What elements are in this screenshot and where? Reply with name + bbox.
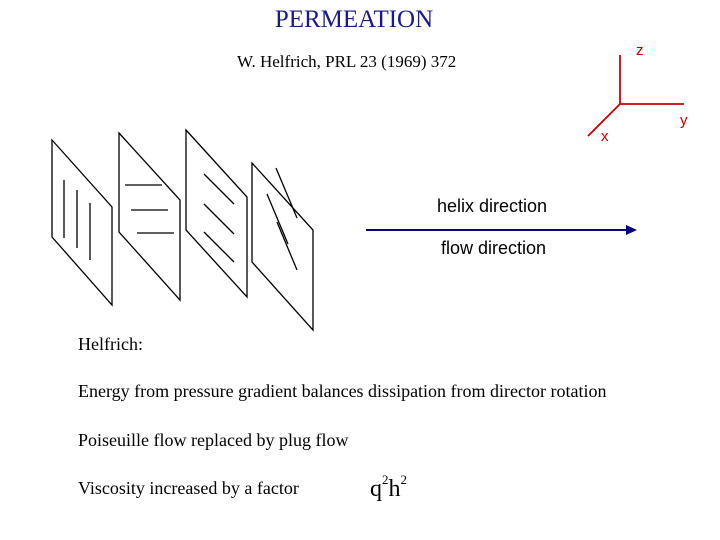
formula-q: q [370, 476, 382, 502]
director-4b [266, 193, 289, 245]
formula-q-exponent: 2 [382, 472, 389, 487]
body-heading: Helfrich: [78, 334, 143, 354]
flow-direction-label: flow direction [441, 238, 547, 258]
viscosity-factor-formula: q2h2 [370, 472, 407, 503]
layer-plane-4 [251, 161, 314, 332]
director-3a [203, 173, 235, 205]
layer-plane-3 [185, 128, 248, 299]
helix-direction-label: helix direction [437, 196, 548, 216]
director-3c [203, 231, 235, 263]
page-title: PERMEATION [274, 6, 434, 33]
direction-arrow-head [626, 225, 637, 235]
layer-plane-2 [118, 131, 181, 302]
x-axis-label: x [601, 128, 609, 145]
x-axis [587, 103, 621, 137]
body-line-energy: Energy from pressure gradient balances d… [78, 381, 607, 401]
formula-h: h [388, 476, 401, 502]
layer-plane-1 [51, 138, 113, 307]
z-axis-label: z [636, 42, 644, 59]
director-4a [275, 167, 298, 219]
director-4c [276, 221, 298, 271]
body-line-viscosity: Viscosity increased by a factor [78, 478, 299, 498]
formula-h-exponent: 2 [400, 472, 408, 487]
body-line-poiseuille: Poiseuille flow replaced by plug flow [78, 430, 349, 450]
y-axis-label: y [680, 112, 688, 129]
director-3b [203, 203, 235, 235]
citation: W. Helfrich, PRL 23 (1969) 372 [237, 52, 457, 71]
